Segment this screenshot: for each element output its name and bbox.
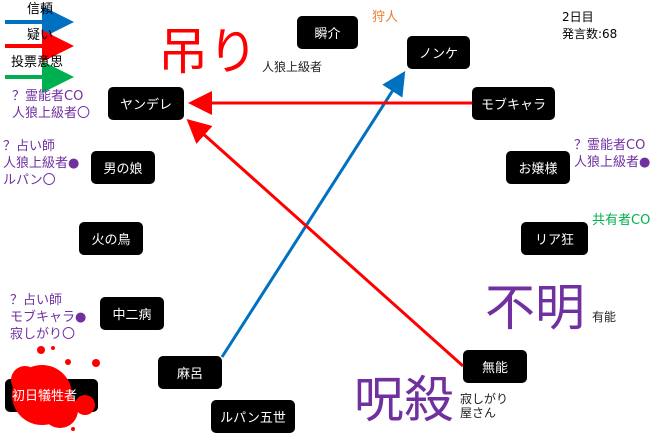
node-shonichi-label: 初日犠牲者 xyxy=(12,389,78,404)
legend-vote-label: 投票意思 xyxy=(11,55,64,70)
note-line: 人狼上級者● xyxy=(3,156,80,171)
node-shunsuke[interactable]: 瞬介 xyxy=(297,16,358,49)
role-sharer: 共有者CO xyxy=(592,213,651,228)
note-line: モブキャラ● xyxy=(10,310,87,325)
node-hinotori[interactable]: 火の鳥 xyxy=(79,222,143,255)
doubt-arrow-munou-to-yandere xyxy=(186,119,464,368)
node-maro[interactable]: 麻呂 xyxy=(158,356,222,389)
day-label: 2日目 xyxy=(562,10,594,24)
cursed-target: 寂しがり屋さん xyxy=(460,392,508,420)
stamp-unknown: 不明 xyxy=(485,279,585,337)
hanged-target: 人狼上級者 xyxy=(262,60,323,74)
node-riakyou[interactable]: リア狂 xyxy=(521,222,588,255)
node-otokonoko[interactable]: 男の娘 xyxy=(91,151,155,184)
note-line: ？占い師 xyxy=(10,293,63,308)
note-line: ？占い師 xyxy=(3,139,56,154)
note-yandere: ？霊能者CO 人狼上級者〇 xyxy=(12,88,90,122)
node-mobchara[interactable]: モブキャラ xyxy=(472,87,555,120)
note-line: ？霊能者CO xyxy=(574,138,646,153)
blood-splatter xyxy=(11,346,100,431)
note-chuunibyou: ？占い師モブキャラ● 寂しがり〇 xyxy=(10,292,86,343)
note-ojousama: ？霊能者CO 人狼上級者● xyxy=(574,137,650,171)
role-hunter: 狩人 xyxy=(372,10,399,25)
post-count: 発言数:68 xyxy=(562,27,618,41)
cursed-target-line: 屋さん xyxy=(460,406,497,420)
unknown-target: 有能 xyxy=(592,310,617,324)
note-otokonoko: ？占い師人狼上級者● ルパン〇 xyxy=(3,138,79,189)
note-line: 人狼上級者● xyxy=(574,155,651,170)
stamp-cursed: 呪殺 xyxy=(354,371,454,429)
note-line: ルパン〇 xyxy=(3,173,56,188)
node-yandere[interactable]: ヤンデレ xyxy=(108,87,184,120)
legend-doubt-label: 疑い xyxy=(27,28,54,43)
node-ojousama[interactable]: お嬢様 xyxy=(506,151,570,184)
node-lupin[interactable]: ルパン五世 xyxy=(211,400,295,433)
cursed-target-line: 寂しがり xyxy=(460,392,509,406)
node-munou[interactable]: 無能 xyxy=(463,350,527,383)
note-line: ？霊能者CO xyxy=(12,89,84,104)
note-line: 人狼上級者〇 xyxy=(12,106,91,121)
stamp-hanged: 吊り xyxy=(158,23,258,81)
note-line: 寂しがり〇 xyxy=(10,327,76,342)
node-chuunibyou[interactable]: 中二病 xyxy=(100,297,164,330)
node-nonke[interactable]: ノンケ xyxy=(407,36,470,69)
trust-arrow-maro-to-nonke xyxy=(220,70,406,358)
legend-trust-label: 信頼 xyxy=(27,2,54,17)
